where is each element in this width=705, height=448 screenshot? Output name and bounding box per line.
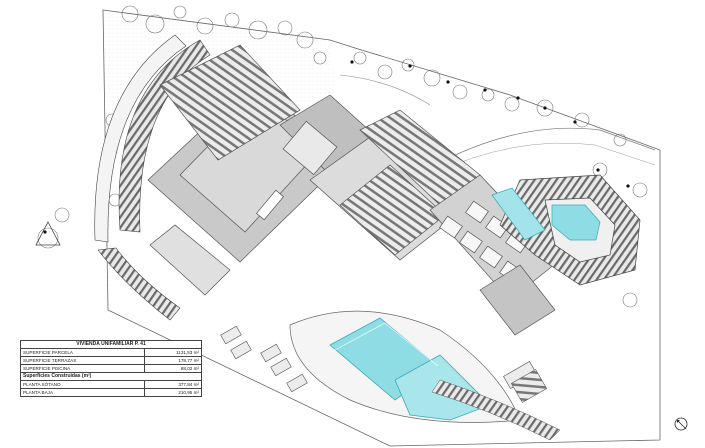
north-arrow-icon	[674, 417, 688, 431]
row-value: 178,77 m²	[144, 356, 202, 365]
fountain-icon	[35, 221, 61, 246]
row-label: PLANTA SÓTANO	[20, 380, 145, 389]
south-terrace-steps	[431, 379, 561, 441]
row-value: 377,84 m²	[144, 380, 202, 389]
garden-path-curve	[434, 127, 656, 166]
info-table-title: VIVIENDA UNIFAMILIAR P. 41	[20, 340, 202, 349]
house-central-volume	[279, 94, 471, 261]
channel-pool-water	[491, 187, 546, 241]
surface-info-table: VIVIENDA UNIFAMILIAR P. 41 SUPERFICIE PA…	[20, 340, 202, 397]
tree-trunk-dots	[43, 60, 630, 234]
octagon-pool-water	[551, 204, 601, 241]
row-label: PLANTA BAJA	[20, 388, 145, 397]
built-section-title: Superficies Construidas (m²)	[20, 372, 202, 381]
row-label: SUPERFICIE TERRAZAS	[20, 356, 145, 365]
row-value: 1131,53 m²	[144, 348, 202, 357]
row-value: 210,95 m²	[144, 388, 202, 397]
row-label: SUPERFICIE PARCELA	[20, 348, 145, 357]
terrace-pavilions	[359, 109, 561, 336]
garden-wall-curve	[339, 74, 431, 106]
plot-boundary	[102, 9, 661, 447]
lawn-area	[103, 10, 340, 310]
octagon-pool-deck	[491, 174, 641, 286]
row-value: 88,02 m²	[144, 364, 202, 373]
entrance-stair	[510, 369, 548, 403]
service-blocks	[220, 325, 537, 393]
row-label: SUPERFICIE PISCINA	[20, 364, 145, 373]
